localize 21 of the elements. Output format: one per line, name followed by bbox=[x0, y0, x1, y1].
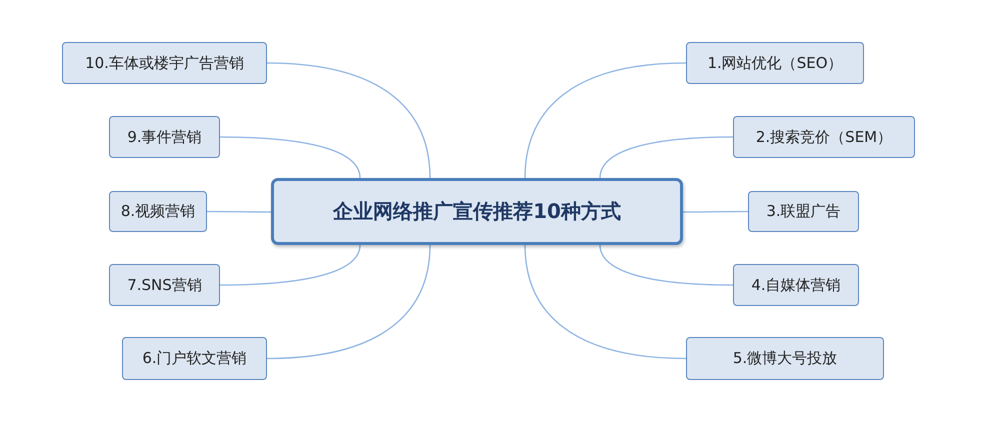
branch-connector bbox=[524, 62, 686, 178]
branch-connector bbox=[220, 136, 361, 178]
branch-topic-box: 5.微博大号投放 bbox=[686, 337, 884, 380]
branch-topic-box: 8.视频营销 bbox=[109, 191, 207, 232]
branch-connector bbox=[599, 244, 734, 286]
branch-connector bbox=[683, 210, 748, 213]
branch-connector bbox=[524, 244, 686, 360]
branch-topic-box: 2.搜索竞价（SEM） bbox=[733, 116, 915, 158]
branch-connector bbox=[266, 244, 431, 360]
branch-topic-box: 4.自媒体营销 bbox=[733, 264, 859, 306]
branch-connector bbox=[266, 62, 431, 178]
branch-topic-box: 6.门户软文营销 bbox=[122, 337, 267, 380]
branch-connector bbox=[207, 210, 271, 213]
branch-connector bbox=[599, 136, 734, 178]
branch-topic-box: 9.事件营销 bbox=[109, 116, 220, 158]
branch-topic-box: 3.联盟广告 bbox=[748, 191, 859, 232]
branch-topic-box: 10.车体或楼宇广告营销 bbox=[62, 42, 267, 84]
branch-topic-box: 1.网站优化（SEO） bbox=[686, 42, 864, 84]
branch-connector bbox=[220, 244, 361, 286]
central-topic-box: 企业网络推广宣传推荐10种方式 bbox=[271, 178, 683, 245]
branch-topic-box: 7.SNS营销 bbox=[109, 264, 220, 306]
